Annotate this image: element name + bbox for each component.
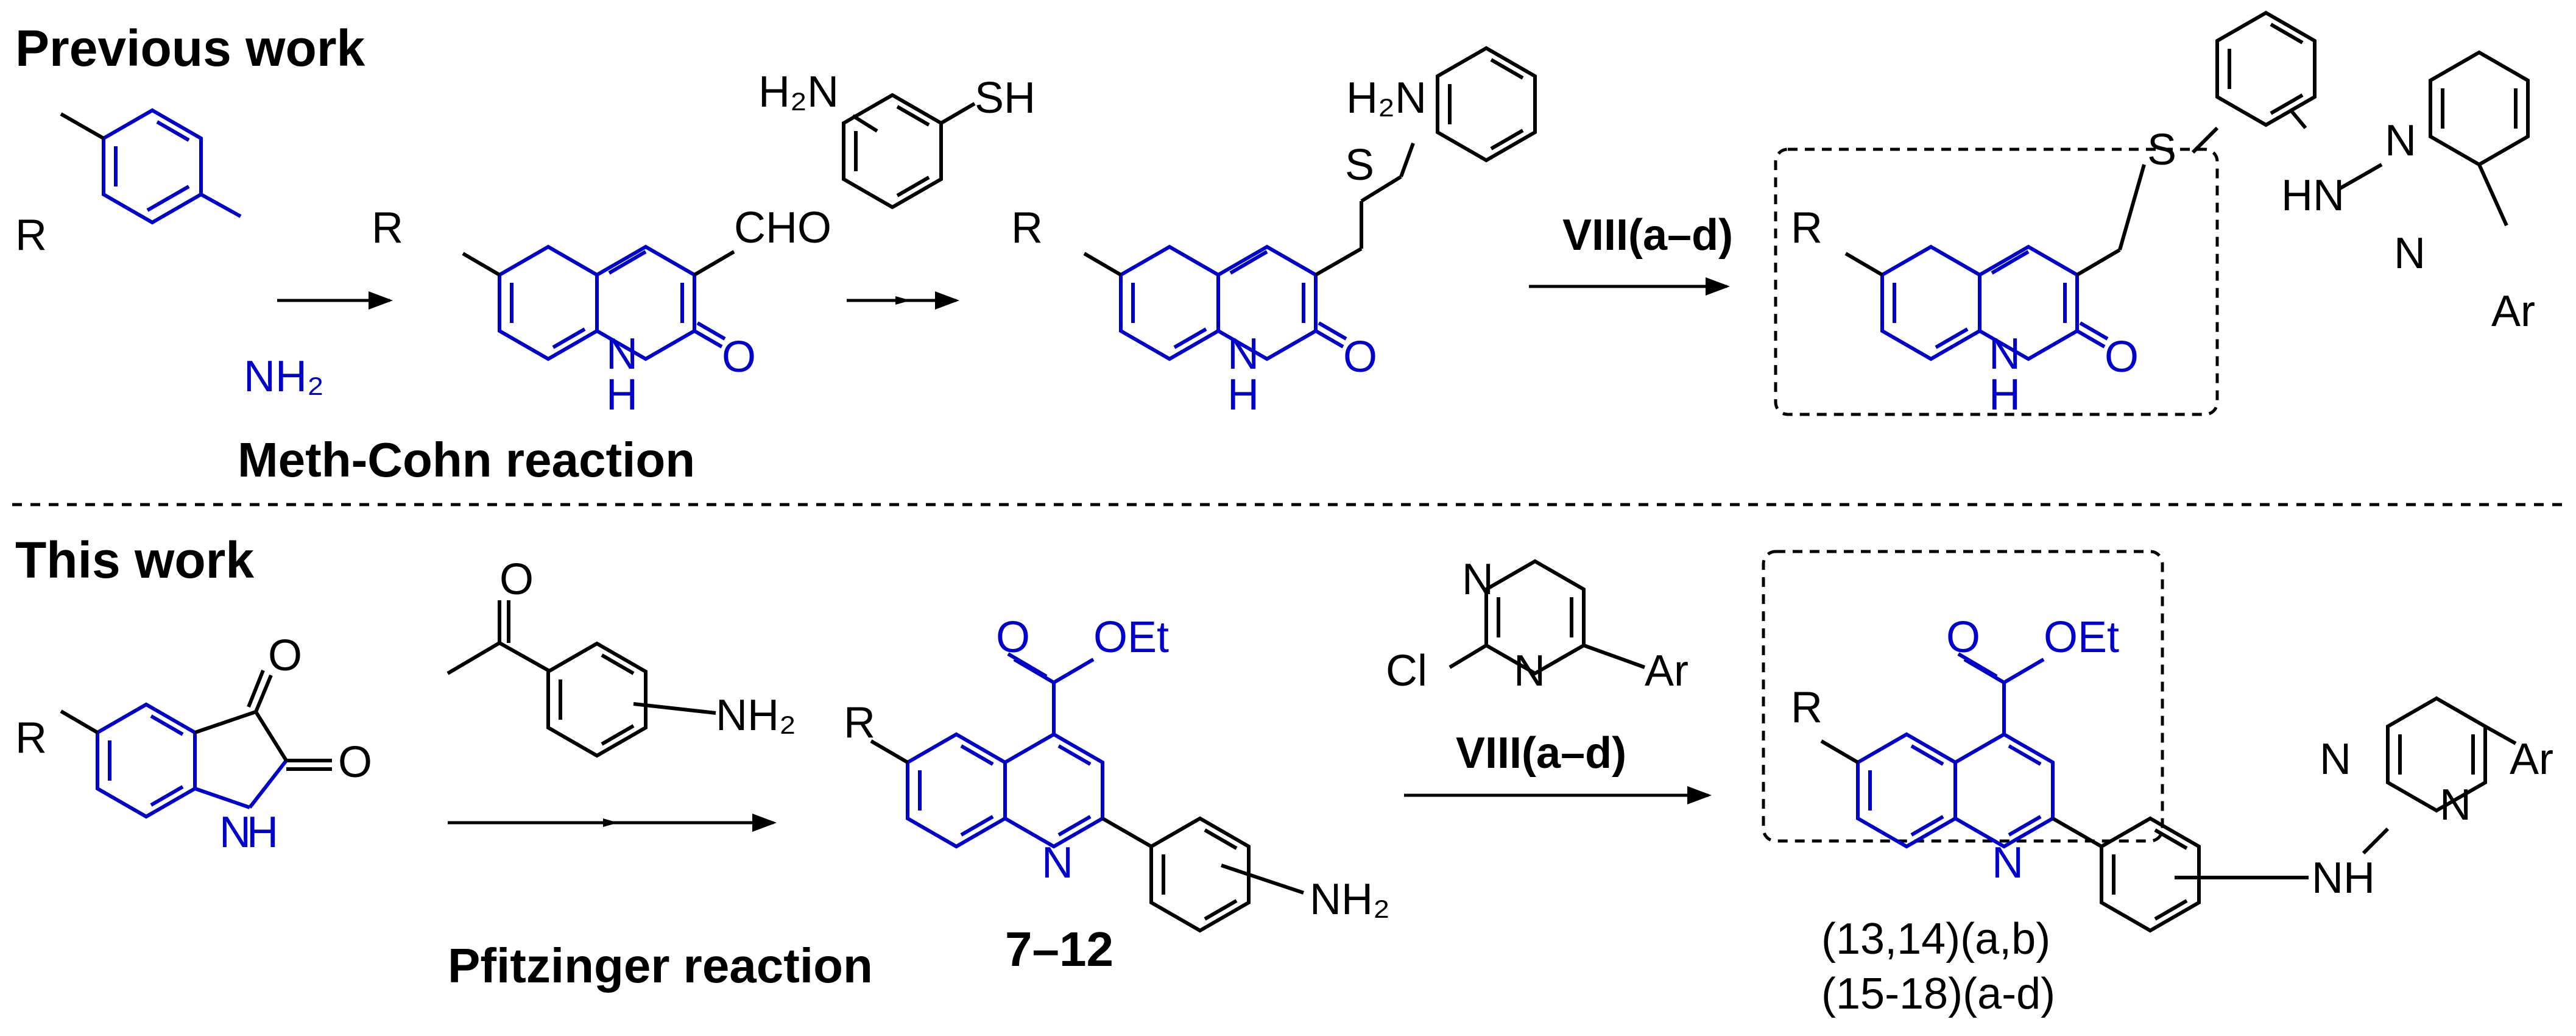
sulfur-label: S — [1345, 141, 1374, 190]
reagent-amine-label: H₂N — [758, 68, 839, 116]
aldehyde-label: CHO — [734, 204, 831, 252]
aniline-amine-label: NH₂ — [244, 352, 324, 401]
lactam-hydrogen: H — [1989, 371, 2020, 419]
product-series-label-2: (15-18)(a-d) — [1821, 970, 2055, 1018]
thioether-quinolinone-structure — [1119, 244, 1347, 361]
final-product-side-chain — [1820, 696, 2517, 933]
quinoline-ester-structure — [906, 652, 1104, 849]
sulfur-label: S — [2147, 126, 2176, 174]
ester-ethoxy-label: OEt — [2044, 613, 2119, 662]
quinoline-nitrogen: N — [1042, 839, 1073, 887]
aryl-label: Ar — [2491, 287, 2535, 336]
current-reagent-label: VIII(a–d) — [1456, 729, 1626, 778]
chloro-label: Cl — [1386, 647, 1427, 695]
final-product-structure — [1856, 652, 2055, 849]
isatin-ketone-oxygen: O — [268, 631, 302, 680]
pyrimidine-nitrogen-3: N — [2394, 229, 2426, 278]
chloropyrimidine-nitrogen-1: N — [1462, 555, 1494, 604]
ester-carbonyl-oxygen: O — [996, 613, 1030, 662]
aniline-r-group: R — [15, 211, 47, 260]
isatin-nitrogen: N — [219, 808, 251, 857]
this-work-heading: This work — [15, 531, 254, 589]
lactam-nitrogen: N — [1227, 330, 1259, 378]
multistep-arrowhead — [603, 818, 618, 827]
pharmacophore-highlight-box — [1762, 550, 2164, 843]
multistep-arrowhead — [895, 296, 911, 305]
thioether-amine-label: H₂N — [1346, 74, 1427, 122]
chloropyrimidine-aryl-label: Ar — [1645, 647, 1689, 695]
aminothiophenol-structure — [842, 93, 976, 210]
lactam-nitrogen: N — [606, 330, 638, 378]
previous-product-side-chain — [1844, 10, 2530, 277]
bond — [462, 252, 501, 277]
chloropyrimidine-nitrogen-3: N — [1514, 647, 1545, 695]
bond — [693, 250, 735, 277]
pfitzinger-reaction-label: Pfitzinger reaction — [448, 938, 873, 993]
final-quinoline-nitrogen: N — [1992, 839, 2024, 887]
isatin-structure — [96, 702, 288, 819]
aniline-structure — [60, 108, 242, 225]
lactam-hydrogen: H — [1227, 371, 1259, 419]
final-nh-linker-label: NH — [2312, 854, 2375, 903]
ester-carbonyl-oxygen: O — [1946, 613, 1980, 662]
previous-product-r-group: R — [1791, 204, 1823, 252]
previous-work-heading: Previous work — [15, 20, 365, 77]
final-product-r-group: R — [1791, 683, 1823, 732]
aminoacetophenone-structure — [446, 600, 716, 758]
isatin-amide-oxygen: O — [338, 738, 372, 787]
isatin-r-group: R — [15, 714, 47, 762]
acetophenone-amine-label: NH₂ — [716, 691, 796, 740]
pharmacophore-highlight-box — [1774, 147, 2219, 416]
thiol-label: SH — [975, 74, 1036, 122]
lactam-nitrogen: N — [1989, 330, 2020, 378]
thioether-r-group: R — [1011, 204, 1043, 252]
meth-cohn-reaction-label: Meth-Cohn reaction — [238, 433, 695, 487]
isatin-hydrogen: H — [247, 808, 278, 857]
intermediate-compound-label: 7–12 — [1005, 922, 1113, 976]
previous-reagent-label: VIII(a–d) — [1562, 211, 1733, 260]
quinoline-r-group: R — [844, 698, 875, 747]
acetyl-oxygen: O — [499, 555, 534, 604]
carbonyl-oxygen: O — [722, 333, 756, 381]
final-aryl-label: Ar — [2510, 735, 2553, 784]
final-pyrimidine-nitrogen-3: N — [2440, 781, 2471, 829]
quinoline-aryl-substituent — [870, 739, 1304, 933]
lactam-hydrogen: H — [606, 371, 638, 419]
pyrimidine-nitrogen-1: N — [2385, 116, 2416, 165]
isatin-carbonyls — [60, 669, 332, 771]
aryl-amine-label: NH₂ — [1310, 875, 1390, 924]
ester-ethoxy-label: OEt — [1093, 613, 1169, 662]
anilino-nh-label: HN — [2281, 171, 2345, 220]
carbonyl-oxygen: O — [2105, 333, 2139, 381]
carbonyl-oxygen: O — [1343, 333, 1377, 381]
chloropyrimidine-structure — [1449, 559, 1646, 676]
quinolinone-r-group: R — [372, 204, 403, 252]
product-series-label-1: (13,14)(a,b) — [1821, 915, 2050, 963]
final-pyrimidine-nitrogen-1: N — [2320, 735, 2351, 784]
thioether-linker — [1083, 46, 1537, 277]
